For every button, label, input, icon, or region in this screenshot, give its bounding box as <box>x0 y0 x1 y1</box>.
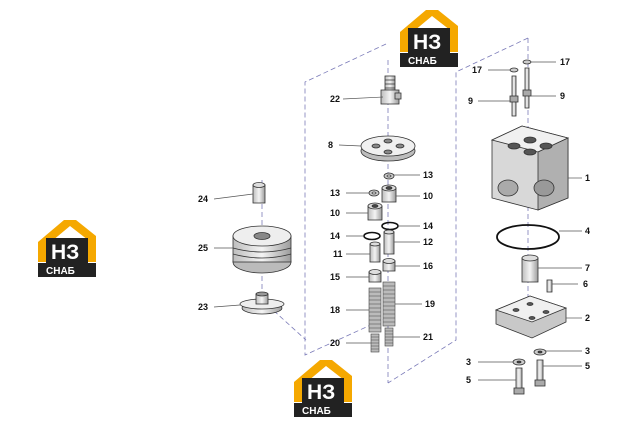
part-5-bolt-left <box>513 367 525 395</box>
logo-watermark-bottom: НЗ СНАБ <box>294 360 352 417</box>
svg-text:СНАБ: СНАБ <box>46 266 75 277</box>
callout-1: 1 <box>585 173 590 183</box>
callout-labels: 22 8 13 13 10 10 14 14 12 11 16 15 19 18… <box>198 57 590 385</box>
svg-text:НЗ: НЗ <box>51 241 79 264</box>
part-15-seat-left <box>368 269 382 283</box>
part-6-pin <box>546 279 553 293</box>
callout-7: 7 <box>585 263 590 273</box>
callout-4: 4 <box>585 226 590 236</box>
part-14-oring-right <box>381 221 399 231</box>
callout-13-right: 13 <box>423 170 433 180</box>
logo-watermark-left: НЗ СНАБ <box>38 220 96 277</box>
part-17-washer-left <box>509 67 519 73</box>
svg-text:СНАБ: СНАБ <box>302 406 331 417</box>
part-8-plate <box>360 135 416 162</box>
leader-lines <box>213 61 582 381</box>
callout-8: 8 <box>328 140 333 150</box>
assembly-frame-right <box>387 37 529 384</box>
part-24-nut <box>252 182 266 204</box>
part-11-plunger-left <box>369 241 381 263</box>
part-13-seal-left <box>368 189 380 197</box>
callout-11: 11 <box>333 249 343 259</box>
callout-24: 24 <box>198 194 208 204</box>
assembly-frame-middle <box>304 43 387 356</box>
part-21-spring-small-right <box>384 327 394 347</box>
part-3-washer-left <box>512 358 526 366</box>
part-9-pin-right <box>522 67 532 109</box>
svg-text:НЗ: НЗ <box>307 381 335 404</box>
part-4-oring-large <box>496 224 560 250</box>
callout-5-right: 5 <box>585 361 590 371</box>
callout-17-right: 17 <box>560 57 570 67</box>
callout-5-left: 5 <box>466 375 471 385</box>
part-5-bolt-right <box>534 359 546 387</box>
part-22-adjuster <box>380 75 402 105</box>
callout-20: 20 <box>330 338 340 348</box>
callout-2: 2 <box>585 313 590 323</box>
part-9-pin-left <box>509 75 519 117</box>
part-13-seal-right <box>383 172 395 180</box>
callout-9-left: 9 <box>468 96 473 106</box>
part-2-cover-plate <box>494 295 568 339</box>
part-25-spring-housing <box>232 225 292 274</box>
callout-12: 12 <box>423 237 433 247</box>
part-14-oring-left <box>363 231 381 241</box>
callout-13-left: 13 <box>330 188 340 198</box>
callout-9-right: 9 <box>560 91 565 101</box>
part-10-plunger-guide-left <box>367 202 383 221</box>
part-1-body <box>490 125 570 211</box>
logo-watermark-top: НЗ СНАБ <box>400 10 458 67</box>
part-17-washer-right <box>522 59 532 65</box>
part-19-spring-right <box>382 281 396 327</box>
part-10-plunger-guide-right <box>381 184 397 203</box>
part-12-plunger-right <box>383 229 395 255</box>
callout-3-left: 3 <box>466 357 471 367</box>
part-3-washer-right <box>533 348 547 356</box>
callout-14-right: 14 <box>423 221 433 231</box>
callout-14-left: 14 <box>330 231 340 241</box>
callout-23: 23 <box>198 302 208 312</box>
callout-19: 19 <box>425 299 435 309</box>
callout-15: 15 <box>330 272 340 282</box>
part-23-spring-seat <box>239 291 285 315</box>
svg-text:СНАБ: СНАБ <box>408 56 437 67</box>
callout-18: 18 <box>330 305 340 315</box>
callout-10-left: 10 <box>330 208 340 218</box>
part-18-spring-left <box>368 287 382 333</box>
part-20-spring-small-left <box>370 333 380 353</box>
callout-16: 16 <box>423 261 433 271</box>
callout-10-right: 10 <box>423 191 433 201</box>
part-7-bushing <box>521 254 539 283</box>
svg-text:НЗ: НЗ <box>413 31 441 54</box>
callout-25: 25 <box>198 243 208 253</box>
callout-22: 22 <box>330 94 340 104</box>
callout-17-left: 17 <box>472 65 482 75</box>
callout-21: 21 <box>423 332 433 342</box>
callout-6: 6 <box>583 279 588 289</box>
callout-3-right: 3 <box>585 346 590 356</box>
part-16-seat-right <box>382 258 396 272</box>
